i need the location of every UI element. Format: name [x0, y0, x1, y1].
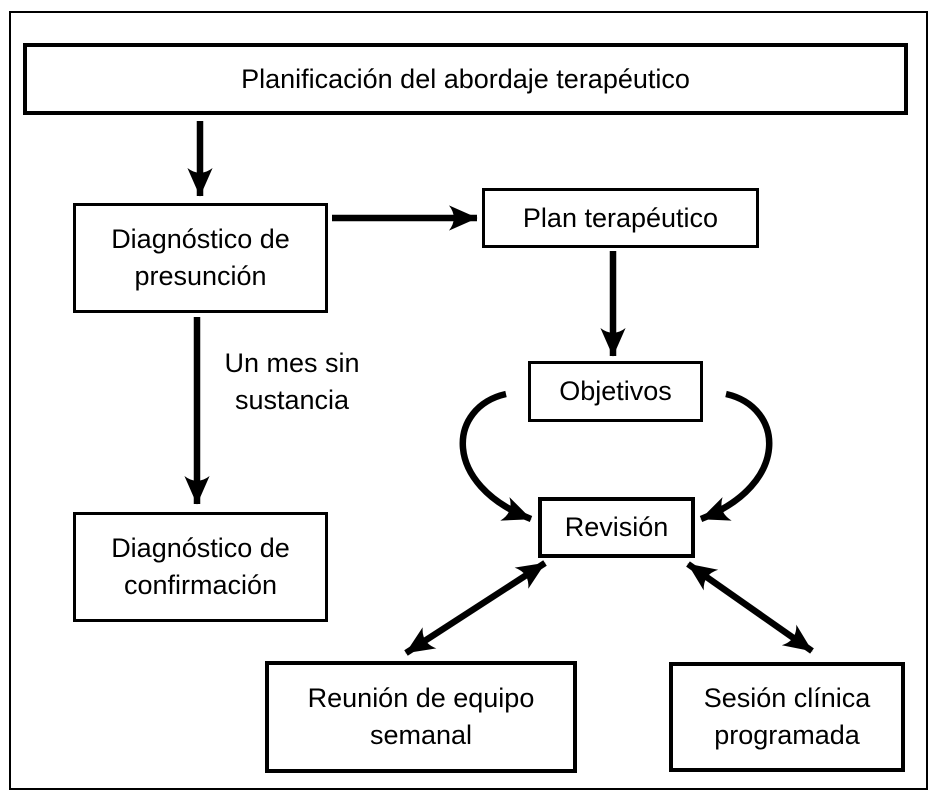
- edge-label-un-mes-sin-sustancia: Un mes sin sustancia: [224, 348, 360, 415]
- double-arrow-revision-sesion: [686, 561, 814, 654]
- node-diagnostico-confirmacion: Diagnóstico de confirmación: [73, 512, 328, 622]
- curve-arrow-objetivos-to-revision-left: [459, 390, 533, 523]
- node-diagnostico-presuncion: Diagnóstico de presunción: [73, 203, 328, 313]
- double-arrow-revision-reunion: [404, 560, 547, 656]
- node-planificacion-title: Planificación del abordaje terapéutico: [23, 43, 908, 115]
- diagram-border: [9, 11, 928, 790]
- node-revision: Revisión: [538, 497, 695, 558]
- node-objetivos: Objetivos: [528, 361, 703, 422]
- node-reunion-equipo-semanal: Reunión de equipo semanal: [265, 661, 577, 773]
- curve-arrow-objetivos-to-revision-right: [699, 390, 773, 523]
- node-plan-terapeutico: Plan terapéutico: [482, 188, 759, 248]
- node-sesion-clinica-programada: Sesión clínica programada: [669, 662, 905, 772]
